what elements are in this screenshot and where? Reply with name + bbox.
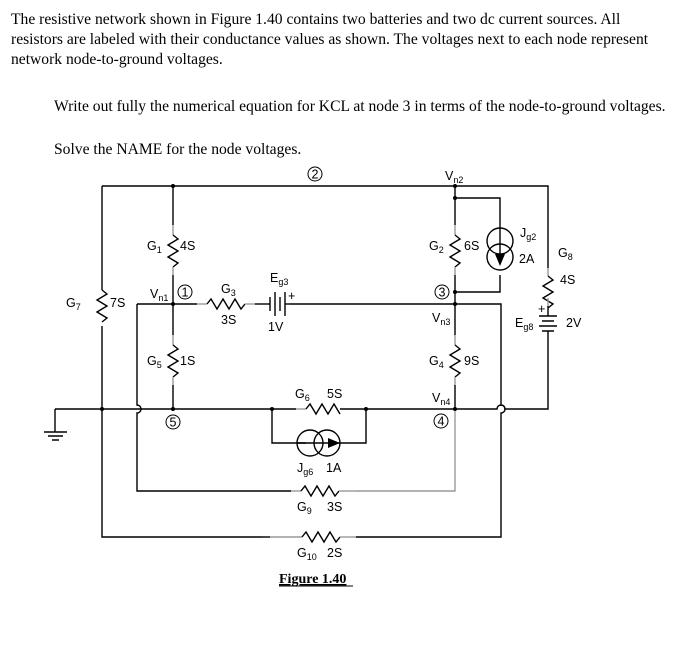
label-g2: G2	[429, 239, 444, 255]
node-marker-5: 5	[165, 414, 181, 430]
resistor-g10	[263, 530, 356, 544]
value-jg6: 1A	[326, 461, 342, 475]
resistor-g4	[448, 335, 462, 385]
resistor-g8	[541, 268, 555, 309]
plus-eg3: +	[288, 289, 295, 303]
value-g3: 3S	[221, 313, 236, 327]
junction-dot	[270, 407, 274, 411]
junction-dot	[453, 302, 457, 306]
wire-node4-down	[355, 409, 456, 492]
question-kcl-node-3: Write out fully the numerical equation f…	[54, 98, 666, 115]
resistor-g6	[296, 402, 341, 416]
label-eg3: Eg3	[270, 271, 288, 287]
value-g5: 1S	[180, 354, 195, 368]
value-g1: 4S	[180, 239, 195, 253]
node-marker-1: 1	[177, 284, 193, 300]
wire-jg2-loop	[455, 197, 501, 293]
junction-dot	[171, 407, 175, 411]
battery-eg3	[255, 292, 290, 316]
svg-text:2: 2	[312, 168, 319, 182]
value-g7: 7S	[110, 296, 125, 310]
wire-g7-bottom	[101, 326, 263, 538]
voltage-label-vn3: Vn3	[432, 311, 450, 327]
junction-dot	[453, 290, 457, 294]
value-g2: 6S	[464, 239, 479, 253]
question-solve-node-voltages: Solve the NAME for the node voltages.	[54, 141, 302, 158]
label-jg2: Jg2	[520, 226, 536, 242]
node-marker-3: 3	[434, 284, 450, 300]
battery-eg8	[539, 315, 557, 334]
label-g3: G3	[221, 282, 236, 298]
junction-dot	[453, 196, 457, 200]
value-eg3: 1V	[268, 320, 284, 334]
current-source-jg6	[296, 429, 341, 457]
label-g8: G8	[558, 246, 573, 262]
label-g6: G6	[295, 387, 310, 403]
voltage-label-vn2: Vn2	[445, 169, 463, 185]
value-g6: 5S	[327, 387, 342, 401]
svg-text:1: 1	[182, 286, 189, 300]
resistor-g7	[95, 289, 109, 323]
junction-dot	[171, 184, 175, 188]
label-g9: G9	[297, 500, 312, 516]
svg-text:4: 4	[438, 415, 445, 429]
resistor-g9	[291, 484, 355, 498]
node-marker-4: 4	[433, 413, 449, 429]
svg-text:5: 5	[170, 416, 177, 430]
label-g10: G10	[297, 546, 317, 562]
svg-text:3: 3	[439, 286, 446, 300]
label-g4: G4	[429, 354, 444, 370]
junction-dot	[453, 407, 457, 411]
figure-caption: Figure 1.40	[279, 572, 346, 587]
current-source-jg2	[486, 225, 514, 271]
wires	[54, 185, 549, 538]
node-marker-2: 2	[307, 166, 323, 182]
label-jg6: Jg6	[297, 461, 313, 477]
junction-dot	[364, 407, 368, 411]
resistor-g3	[197, 297, 255, 311]
resistor-g1	[166, 225, 180, 275]
label-eg8: Eg8	[515, 316, 533, 332]
value-g9: 3S	[327, 500, 342, 514]
junction-dot	[100, 407, 104, 411]
value-jg2: 2A	[519, 252, 535, 266]
junction-dot	[171, 302, 175, 306]
value-eg8: 2V	[566, 316, 582, 330]
wire-jg6-loop	[271, 409, 367, 444]
voltage-label-vn1: Vn1	[150, 287, 168, 303]
resistor-g5	[166, 335, 180, 385]
label-g7: G7	[66, 296, 81, 312]
wire-top-rail	[102, 185, 549, 268]
wire-inner-left	[136, 304, 291, 492]
label-g5: G5	[147, 354, 162, 370]
value-g8: 4S	[560, 273, 575, 287]
intro-paragraph: The resistive network shown in Figure 1.…	[11, 11, 649, 68]
resistor-g2	[448, 225, 462, 275]
value-g10: 2S	[327, 546, 342, 560]
plus-eg8: +	[538, 302, 545, 316]
label-g1: G1	[147, 239, 162, 255]
voltage-label-vn4: Vn4	[432, 391, 450, 407]
junction-dots	[100, 184, 457, 411]
wire-node3-right	[356, 303, 506, 538]
ground-symbol	[44, 431, 67, 441]
junction-dot	[453, 184, 457, 188]
value-g4: 9S	[464, 354, 479, 368]
